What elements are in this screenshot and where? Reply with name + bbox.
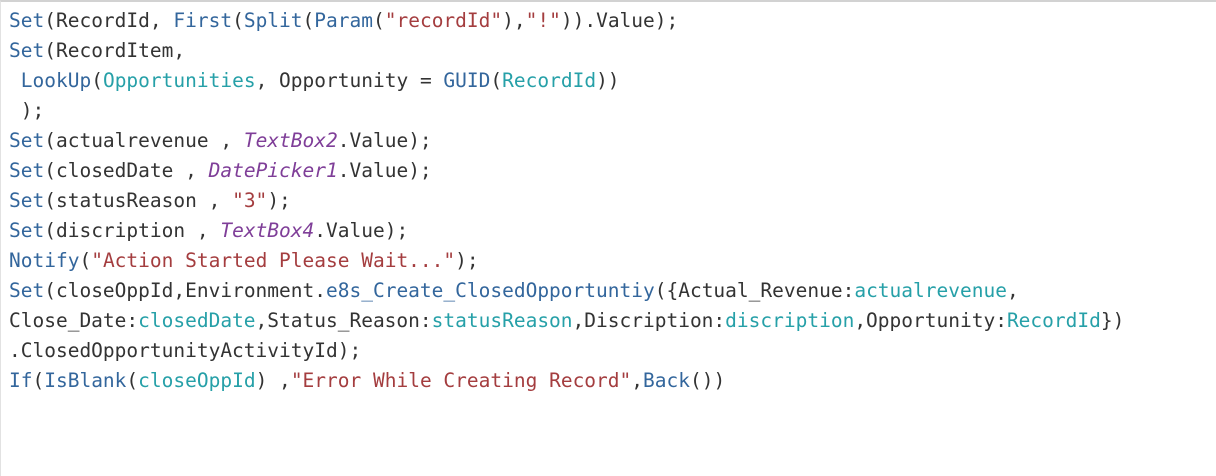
code-token: ( — [302, 9, 315, 32]
code-token: ()) — [690, 369, 726, 392]
code-token: .Value); — [337, 129, 432, 152]
code-token: RecordId — [1006, 309, 1101, 332]
code-token: Split — [243, 9, 303, 32]
code-token: Param — [314, 9, 373, 32]
code-token: Opportunities — [102, 69, 256, 92]
code-token: ({Actual_Revenue: — [654, 279, 855, 302]
code-token: (discription , — [44, 219, 221, 242]
code-token: ( — [232, 9, 244, 32]
code-line: If(IsBlank(closeOppId) ,"Error While Cre… — [9, 366, 1216, 396]
code-token: IsBlank — [44, 369, 127, 392]
code-token: Set — [9, 189, 45, 212]
code-token: ), — [502, 9, 526, 32]
code-token: .Value); — [337, 159, 432, 182]
code-line: Set(closeOppId,Environment.e8s_Create_Cl… — [9, 276, 1216, 306]
code-token: TextBox4 — [220, 219, 315, 242]
code-token: ); — [9, 99, 45, 122]
code-token: ) , — [255, 369, 291, 392]
code-token: ( — [91, 69, 103, 92]
code-token: Notify — [9, 249, 80, 272]
code-token: ,Discription: — [572, 309, 726, 332]
code-token: .ClosedOpportunityActivityId); — [9, 339, 362, 362]
code-token: )) — [596, 69, 620, 92]
code-token: Set — [9, 9, 45, 32]
code-token: (statusReason , — [44, 189, 233, 212]
code-token: }) — [1100, 309, 1125, 332]
code-token: discription — [725, 309, 855, 332]
code-line: Set(closedDate , DatePicker1.Value); — [9, 156, 1216, 186]
code-token: ( — [372, 9, 385, 32]
code-token: , — [631, 369, 644, 392]
code-line: Set(discription , TextBox4.Value); — [9, 216, 1216, 246]
code-token: DatePicker1 — [208, 159, 338, 182]
code-token: ( — [490, 69, 503, 92]
code-token: ( — [32, 369, 45, 392]
code-token: actualrevenue — [854, 279, 1007, 302]
code-token: "Error While Creating Record" — [290, 369, 632, 392]
code-token: Set — [9, 159, 45, 182]
code-token: "recordId" — [384, 9, 503, 32]
code-line: Set(actualrevenue , TextBox2.Value); — [9, 126, 1216, 156]
code-token: e8s_Create_ClosedOpportuntiy — [326, 279, 655, 302]
code-token: GUID — [443, 69, 491, 92]
code-token: TextBox2 — [243, 129, 338, 152]
code-token: closeOppId — [138, 369, 256, 392]
code-token: closedDate — [138, 309, 256, 332]
code-token: Close_Date: — [9, 309, 139, 332]
code-line: Set(statusReason , "3"); — [9, 186, 1216, 216]
code-token: ); — [267, 189, 291, 212]
code-token: Set — [9, 129, 45, 152]
code-token: )).Value); — [560, 9, 679, 32]
code-token: ( — [79, 249, 92, 272]
code-token: (actualrevenue , — [44, 129, 244, 152]
code-token: LookUp — [20, 69, 92, 92]
code-line: Close_Date:closedDate,Status_Reason:stat… — [9, 306, 1216, 336]
code-token: Set — [9, 39, 45, 62]
code-line: Set(RecordItem, — [9, 36, 1216, 66]
code-token: (closeOppId,Environment. — [44, 279, 326, 302]
code-line: Set(RecordId, First(Split(Param("recordI… — [9, 6, 1216, 36]
code-token: Back — [643, 369, 690, 392]
code-token: , — [1006, 279, 1019, 302]
code-token: (closedDate , — [44, 159, 209, 182]
code-token: , Opportunity = — [255, 69, 444, 92]
code-token: statusReason — [431, 309, 573, 332]
code-token: Set — [9, 219, 45, 242]
code-token: (RecordId, — [44, 9, 174, 32]
code-token: ( — [126, 369, 139, 392]
code-line: Notify("Action Started Please Wait..."); — [9, 246, 1216, 276]
code-token: First — [173, 9, 233, 32]
code-token — [9, 69, 21, 92]
code-token: ,Status_Reason: — [255, 309, 432, 332]
code-line: ); — [9, 96, 1216, 126]
code-line: .ClosedOpportunityActivityId); — [9, 336, 1216, 366]
code-token: If — [9, 369, 33, 392]
code-block: Set(RecordId, First(Split(Param("recordI… — [9, 6, 1216, 396]
code-token: ,Opportunity: — [854, 309, 1007, 332]
code-token: RecordId — [502, 69, 597, 92]
code-token: "!" — [525, 9, 561, 32]
code-token: "Action Started Please Wait..." — [91, 249, 456, 272]
code-token: Set — [9, 279, 45, 302]
code-token: ); — [455, 249, 479, 272]
code-token: (RecordItem, — [44, 39, 186, 62]
code-token: "3" — [232, 189, 268, 212]
code-line: LookUp(Opportunities, Opportunity = GUID… — [9, 66, 1216, 96]
code-token: .Value); — [314, 219, 409, 242]
